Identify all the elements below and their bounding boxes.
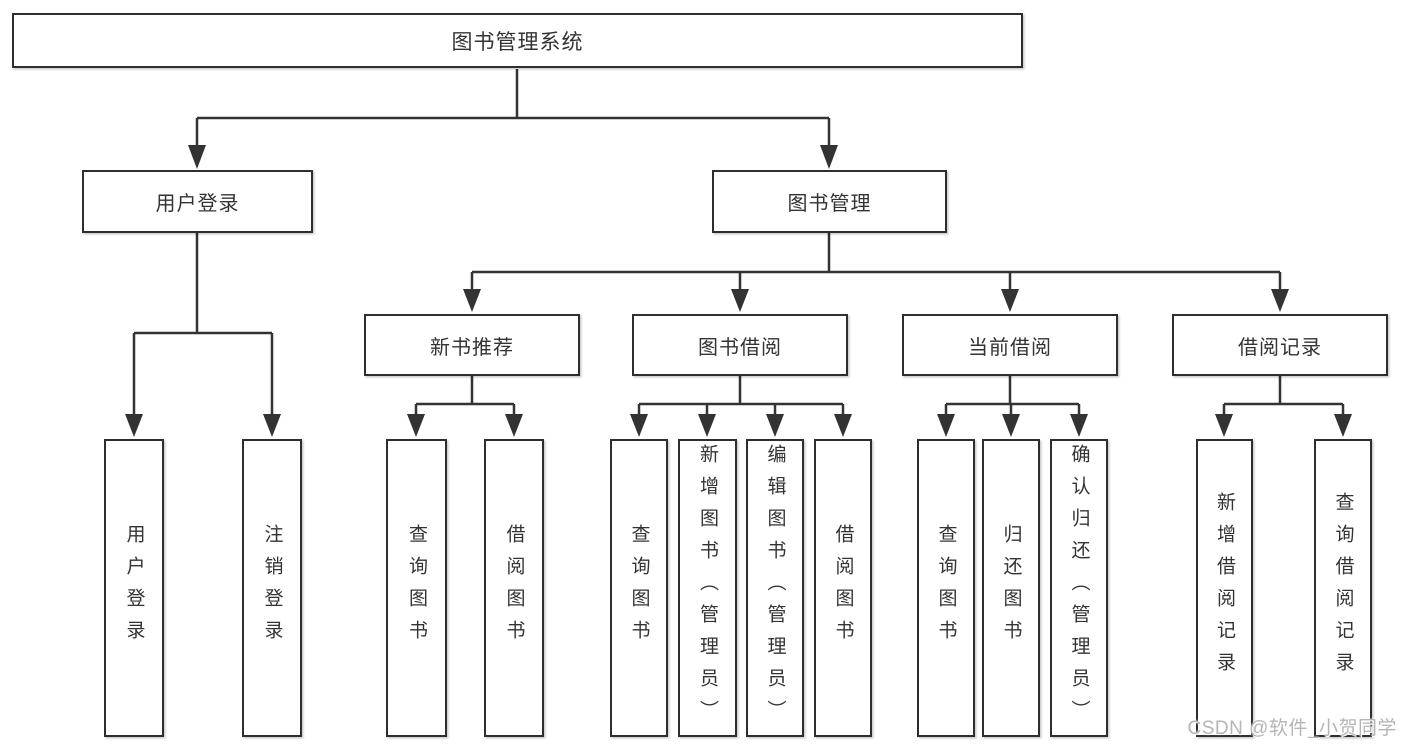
leaf-edit-books-admin-label: 编辑图书（管理员） bbox=[764, 444, 786, 732]
node-borrow-records-label: 借阅记录 bbox=[1238, 336, 1322, 359]
arrowheads bbox=[125, 145, 1352, 437]
leaf-add-borrow-record-label: 新增借阅记录 bbox=[1214, 492, 1235, 684]
leaf-borrow-books: 借阅图书 bbox=[814, 439, 872, 737]
leaf-logout: 注销登录 bbox=[242, 439, 302, 737]
branch-book-management: 图书管理 bbox=[712, 170, 947, 233]
leaf-current-query-books-label: 查询图书 bbox=[935, 524, 957, 652]
csdn-watermark: CSDN @软件_小贺同学 bbox=[1187, 718, 1397, 739]
leaf-return-books-label: 归还图书 bbox=[1000, 524, 1022, 652]
leaf-add-books-admin: 新增图书（管理员） bbox=[678, 439, 737, 737]
leaf-recommend-query-books-label: 查询图书 bbox=[406, 524, 427, 652]
root-node: 图书管理系统 bbox=[12, 13, 1023, 68]
root-node-label: 图书管理系统 bbox=[451, 30, 584, 54]
leaf-query-borrow-record: 查询借阅记录 bbox=[1314, 439, 1372, 737]
leaf-borrow-books-label: 借阅图书 bbox=[832, 524, 854, 652]
leaf-recommend-query-books: 查询图书 bbox=[386, 439, 447, 737]
leaf-user-login-label: 用户登录 bbox=[123, 524, 145, 652]
leaf-logout-label: 注销登录 bbox=[261, 524, 283, 652]
leaf-current-query-books: 查询图书 bbox=[917, 439, 975, 737]
leaf-edit-books-admin: 编辑图书（管理员） bbox=[746, 439, 804, 737]
leaf-confirm-return-admin-label: 确认归还（管理员） bbox=[1068, 444, 1090, 732]
node-book-borrow-label: 图书借阅 bbox=[698, 336, 782, 359]
node-book-borrow: 图书借阅 bbox=[632, 314, 848, 376]
leaf-query-borrow-record-label: 查询借阅记录 bbox=[1332, 492, 1354, 684]
node-new-book-recommend-label: 新书推荐 bbox=[430, 336, 514, 359]
leaf-return-books: 归还图书 bbox=[982, 439, 1040, 737]
leaf-borrow-query-books: 查询图书 bbox=[610, 439, 668, 737]
branch-user-login-label: 用户登录 bbox=[155, 193, 240, 215]
node-current-borrow: 当前借阅 bbox=[902, 314, 1118, 376]
leaf-recommend-borrow-books: 借阅图书 bbox=[484, 439, 544, 737]
branch-book-management-label: 图书管理 bbox=[787, 193, 872, 215]
leaf-recommend-borrow-books-label: 借阅图书 bbox=[503, 524, 525, 652]
leaf-borrow-query-books-label: 查询图书 bbox=[628, 524, 650, 652]
leaf-confirm-return-admin: 确认归还（管理员） bbox=[1050, 439, 1108, 737]
leaf-user-login: 用户登录 bbox=[104, 439, 164, 737]
node-borrow-records: 借阅记录 bbox=[1172, 314, 1388, 376]
node-current-borrow-label: 当前借阅 bbox=[968, 336, 1052, 359]
leaf-add-books-admin-label: 新增图书（管理员） bbox=[697, 444, 718, 732]
leaf-add-borrow-record: 新增借阅记录 bbox=[1196, 439, 1253, 737]
branch-user-login: 用户登录 bbox=[82, 170, 313, 233]
node-new-book-recommend: 新书推荐 bbox=[364, 314, 580, 376]
